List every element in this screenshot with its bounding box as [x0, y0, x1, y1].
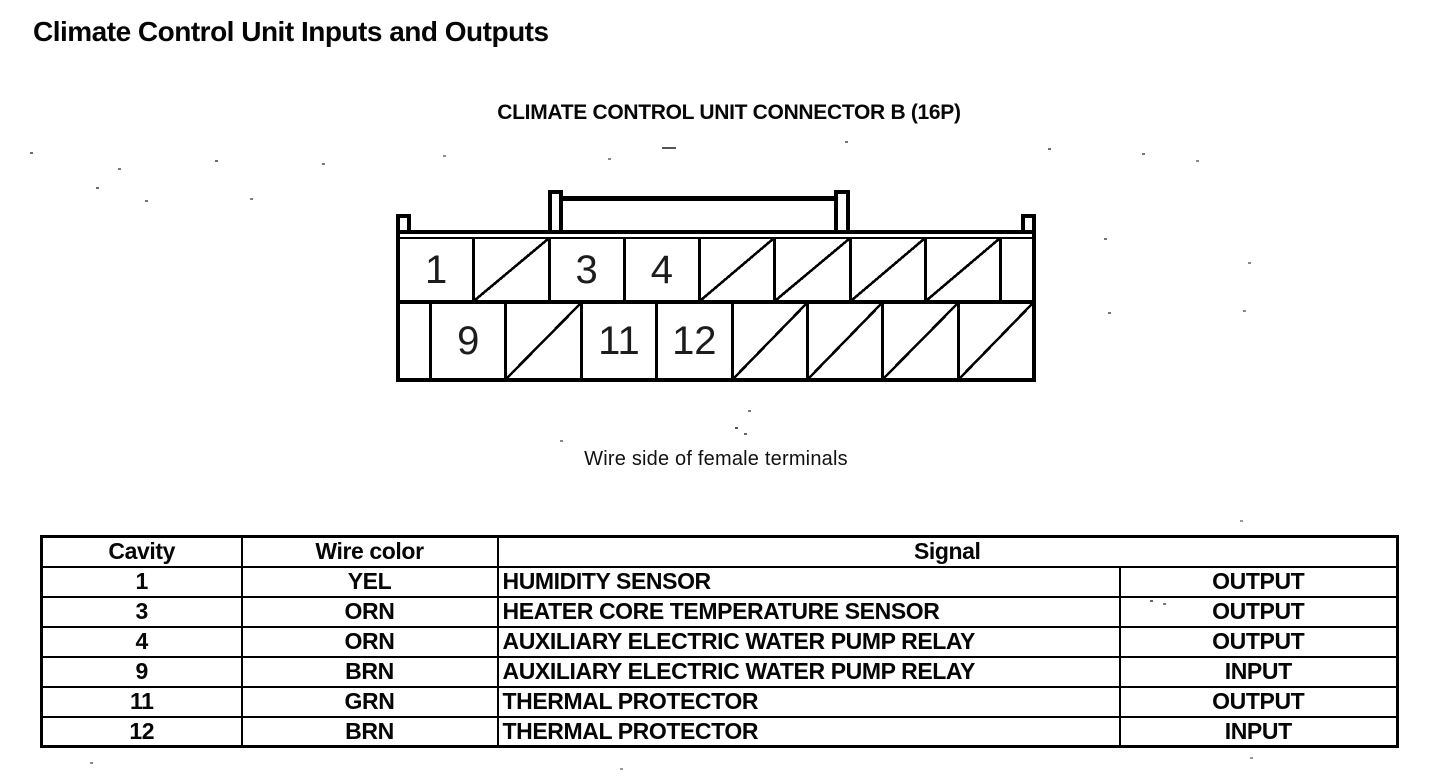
connector-cavity-1: 1 [400, 239, 476, 300]
cavity-label: 12 [672, 319, 717, 363]
table-row: 12 BRN THERMAL PROTECTOR INPUT [40, 715, 1399, 748]
table-row: 11 GRN THERMAL PROTECTOR OUTPUT [40, 685, 1399, 718]
direction-cell: INPUT [1118, 655, 1399, 688]
connector-lock-post-left [548, 190, 563, 234]
header-signal: Signal [496, 535, 1399, 568]
connector-row-bottom: 9 11 12 [400, 304, 1032, 378]
cavity-cell: 11 [40, 685, 243, 718]
header-cavity: Cavity [40, 535, 243, 568]
table-row: 3 ORN HEATER CORE TEMPERATURE SENSOR OUT… [40, 595, 1399, 628]
connector-lock-post-right [834, 190, 850, 234]
direction-cell: OUTPUT [1118, 625, 1399, 658]
connector-left-notch [396, 214, 411, 234]
connector-cavity-4: 4 [626, 239, 701, 300]
cavity-cell: 4 [40, 625, 243, 658]
signal-table: Cavity Wire color Signal 1 YEL HUMIDITY … [40, 535, 1399, 748]
table-header-row: Cavity Wire color Signal [40, 535, 1399, 568]
connector-body: 1 3 4 9 11 12 [396, 230, 1036, 382]
connector-cavity-2 [475, 239, 551, 300]
table-row: 1 YEL HUMIDITY SENSOR OUTPUT [40, 565, 1399, 598]
cavity-label: 11 [598, 319, 640, 363]
cavity-label: 9 [457, 319, 480, 363]
cavity-cell: 9 [40, 655, 243, 688]
wire-color-cell: GRN [240, 685, 499, 718]
wire-color-cell: BRN [240, 655, 499, 688]
connector-cavity-7 [851, 239, 927, 300]
signal-cell: AUXILIARY ELECTRIC WATER PUMP RELAY [496, 625, 1121, 658]
cavity-label: 4 [650, 247, 673, 292]
header-wire-color: Wire color [240, 535, 499, 568]
connector-cavity-11: 11 [583, 304, 659, 378]
direction-cell: OUTPUT [1118, 685, 1399, 718]
cavity-label: 3 [575, 247, 598, 292]
wire-color-cell: BRN [240, 715, 499, 748]
cavity-label: 1 [425, 247, 448, 292]
connector-row-top: 1 3 4 [400, 237, 1032, 304]
connector-cavity-15 [884, 304, 960, 378]
direction-cell: OUTPUT [1118, 565, 1399, 598]
connector-cavity-6 [776, 239, 852, 300]
signal-cell: HEATER CORE TEMPERATURE SENSOR [496, 595, 1121, 628]
scan-noise-dash [662, 147, 676, 149]
connector-cavity-9: 9 [432, 304, 508, 378]
direction-cell: OUTPUT [1118, 595, 1399, 628]
connector-cavity-8 [926, 239, 1002, 300]
wire-color-cell: ORN [240, 625, 499, 658]
signal-cell: HUMIDITY SENSOR [496, 565, 1121, 598]
connector-cavity-10 [507, 304, 583, 378]
direction-cell: INPUT [1118, 715, 1399, 748]
wire-color-cell: YEL [240, 565, 499, 598]
table-row: 9 BRN AUXILIARY ELECTRIC WATER PUMP RELA… [40, 655, 1399, 688]
connector-housing-gap [1002, 239, 1032, 300]
connector-cavity-16 [959, 304, 1032, 378]
connector-lock-bar [562, 196, 835, 201]
connector-cavity-14 [808, 304, 885, 378]
connector-caption: Wire side of female terminals [584, 448, 848, 470]
connector-housing-gap [400, 304, 432, 378]
signal-cell: THERMAL PROTECTOR [496, 685, 1121, 718]
connector-right-notch [1021, 214, 1036, 234]
connector-cavity-5 [701, 239, 777, 300]
cavity-cell: 3 [40, 595, 243, 628]
cavity-cell: 12 [40, 715, 243, 748]
connector-cavity-13 [733, 304, 809, 378]
connector-heading: CLIMATE CONTROL UNIT CONNECTOR B (16P) [497, 101, 961, 124]
connector-cavity-12: 12 [658, 304, 734, 378]
cavity-cell: 1 [40, 565, 243, 598]
signal-cell: AUXILIARY ELECTRIC WATER PUMP RELAY [496, 655, 1121, 688]
signal-cell: THERMAL PROTECTOR [496, 715, 1121, 748]
connector-diagram: 1 3 4 9 11 12 [396, 188, 1036, 382]
connector-cavity-3: 3 [551, 239, 626, 300]
scan-noise [0, 0, 3, 2]
wire-color-cell: ORN [240, 595, 499, 628]
page-title: Climate Control Unit Inputs and Outputs [33, 16, 549, 47]
table-row: 4 ORN AUXILIARY ELECTRIC WATER PUMP RELA… [40, 625, 1399, 658]
